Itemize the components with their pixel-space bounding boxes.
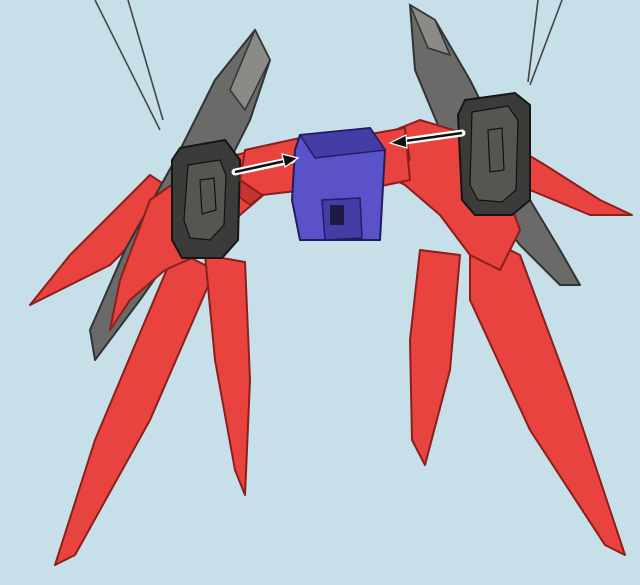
left-leader-line-a: [95, 0, 160, 130]
right-leader-line-b: [530, 0, 562, 85]
right-panel-detail-b: [488, 128, 504, 172]
right-side-red-blade: [520, 150, 632, 215]
right-inner-red-blade: [410, 250, 460, 465]
connector-socket: [330, 205, 344, 225]
center-connector-joint: [240, 128, 410, 240]
right-wing-binder: [370, 5, 632, 555]
right-lower-red-blade: [470, 230, 625, 555]
left-wing-binder: [30, 30, 275, 565]
left-panel-detail-b: [200, 178, 216, 214]
left-inner-red-blade: [205, 255, 250, 495]
